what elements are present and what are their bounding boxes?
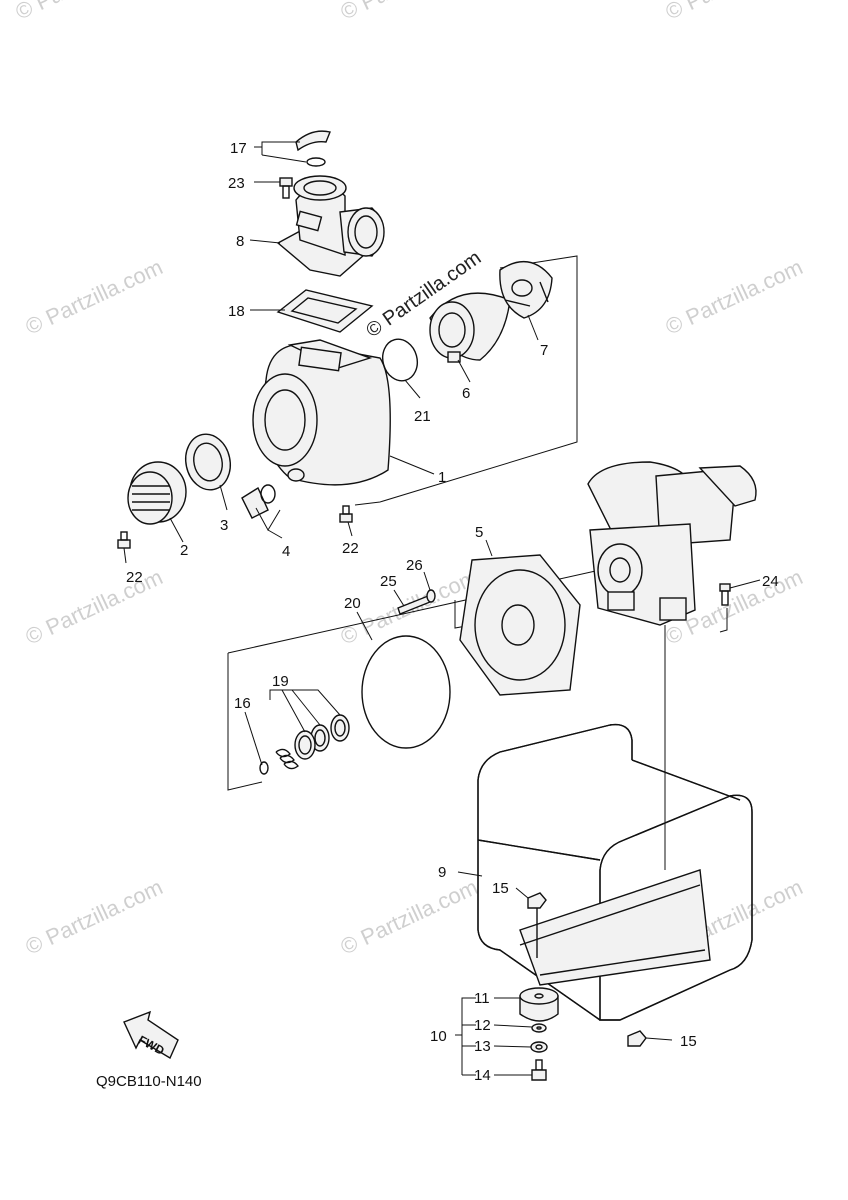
part-3-gasket[interactable]	[181, 430, 236, 494]
part-14-bolt[interactable]	[531, 1059, 547, 1081]
part-11-rubber-mount[interactable]	[519, 987, 559, 1022]
part-18-gasket[interactable]	[276, 289, 374, 333]
watermark: © Partzilla.com	[22, 254, 167, 339]
part-23-bolt[interactable]	[279, 177, 293, 199]
engine	[587, 461, 757, 626]
part-22-bolt-upper[interactable]	[339, 505, 353, 523]
part-1-pump-casing[interactable]	[252, 339, 391, 486]
callout-22-lower[interactable]: 22	[126, 569, 143, 586]
part-26-washer[interactable]	[426, 589, 436, 603]
callout-5[interactable]: 5	[475, 524, 483, 541]
part-19-mechanical-seal[interactable]	[294, 714, 350, 760]
callout-9[interactable]: 9	[438, 864, 446, 881]
callout-19[interactable]: 19	[272, 673, 289, 690]
callout-11[interactable]: 11	[474, 990, 490, 1007]
watermark: © Partzilla.com	[337, 874, 482, 959]
part-6-volute[interactable]	[429, 292, 511, 363]
callout-13[interactable]: 13	[474, 1038, 491, 1055]
callout-26[interactable]: 26	[406, 557, 423, 574]
callout-6[interactable]: 6	[462, 385, 470, 402]
callout-25[interactable]: 25	[380, 573, 397, 590]
watermark: © Partzilla.com	[22, 874, 167, 959]
callout-23[interactable]: 23	[228, 175, 245, 192]
part-13-washer[interactable]	[530, 1041, 548, 1053]
part-16-spring[interactable]	[259, 748, 299, 775]
part-12-washer[interactable]	[531, 1023, 547, 1033]
callout-2[interactable]: 2	[180, 542, 188, 559]
callout-21[interactable]: 21	[414, 408, 431, 425]
leader-lines	[123, 141, 761, 1076]
callout-3[interactable]: 3	[220, 517, 228, 534]
part-8-outlet-elbow[interactable]	[276, 175, 385, 277]
callout-8[interactable]: 8	[236, 233, 244, 250]
callout-12[interactable]: 12	[474, 1017, 491, 1034]
part-4-drain-plug[interactable]	[241, 484, 276, 519]
callout-17[interactable]: 17	[230, 140, 247, 157]
part-9-frame[interactable]	[477, 723, 753, 1021]
part-7-impeller[interactable]	[499, 261, 553, 319]
watermark: © Partzilla.com	[12, 0, 157, 25]
callout-4[interactable]: 4	[282, 543, 290, 560]
callout-24[interactable]: 24	[762, 573, 779, 590]
callout-15-upper[interactable]: 15	[492, 880, 509, 897]
fwd-arrow-icon: FWD	[123, 1010, 179, 1060]
callout-1[interactable]: 1	[438, 469, 446, 486]
part-15-nut-lower[interactable]	[627, 1030, 647, 1047]
callout-7[interactable]: 7	[540, 342, 548, 359]
callout-16[interactable]: 16	[234, 695, 251, 712]
callout-15-lower[interactable]: 15	[680, 1033, 697, 1050]
watermark: © Partzilla.com	[337, 0, 482, 25]
diagram-code: Q9CB110-N140	[96, 1073, 202, 1090]
part-5-adapter-plate[interactable]	[459, 554, 581, 696]
part-15-nut-upper[interactable]	[527, 892, 547, 958]
callout-14[interactable]: 14	[474, 1067, 491, 1084]
callout-18[interactable]: 18	[228, 303, 245, 320]
watermark: © Partzilla.com	[662, 254, 807, 339]
part-2-inlet-fitting[interactable]	[127, 461, 187, 525]
watermark: © Partzilla.com	[22, 564, 167, 649]
callout-22-upper[interactable]: 22	[342, 540, 359, 557]
callout-10[interactable]: 10	[430, 1028, 447, 1045]
callout-labels: 17 23 8 18 7 6 21 1 3 2 4 22 22 5 26 25 …	[126, 140, 779, 1084]
part-17-cap[interactable]	[295, 130, 331, 167]
part-20-large-o-ring[interactable]	[361, 635, 451, 749]
callout-20[interactable]: 20	[344, 595, 361, 612]
part-22-bolt-lower[interactable]	[117, 531, 131, 549]
watermark: © Partzilla.com	[662, 0, 807, 25]
